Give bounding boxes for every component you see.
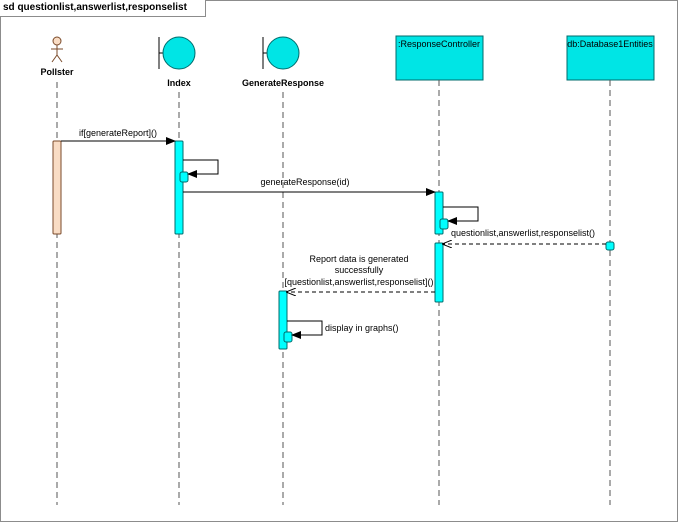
activation-response-controller-nested: [439, 218, 449, 230]
self-message-response-controller[interactable]: [443, 206, 479, 225]
lifeline-database-label: db:Database1Entities: [567, 39, 653, 49]
lifeline-response-controller-label: :ResponseController: [398, 39, 480, 49]
message-report-data[interactable]: Report data is generated successfully [q…: [284, 254, 435, 292]
lifeline-database-box: [566, 35, 655, 81]
lifeline-response-controller[interactable]: :ResponseController: [395, 35, 484, 505]
self-message-display-graphs[interactable]: display in graphs(): [287, 320, 399, 339]
boundary-icon: [158, 36, 196, 70]
message-generate-report[interactable]: if[generateReport](): [61, 128, 176, 145]
message-report-data-line3: [questionlist,answerlist,responselist](): [284, 277, 433, 287]
activation-generate-response-nested: [283, 331, 293, 343]
activation-database: [605, 241, 615, 251]
message-generate-response-label: generateResponse(id): [260, 177, 349, 187]
lifeline-pollster-label: Pollster: [40, 67, 74, 77]
activation-index: [174, 140, 184, 235]
lifeline-index[interactable]: Index: [158, 36, 196, 505]
frame-title: sd questionlist,answerlist,responselist: [0, 0, 206, 17]
activation-index-nested: [179, 171, 189, 183]
message-report-data-line2: successfully: [335, 265, 384, 275]
lifeline-index-label: Index: [167, 78, 191, 88]
message-generate-response[interactable]: generateResponse(id): [183, 177, 436, 196]
message-questionlist-return[interactable]: questionlist,answerlist,responselist(): [443, 228, 606, 244]
lifeline-database[interactable]: db:Database1Entities: [566, 35, 655, 505]
activation-pollster: [52, 140, 62, 235]
lifeline-response-controller-box: [395, 35, 484, 81]
boundary-icon: [262, 36, 300, 70]
actor-icon: [51, 36, 63, 63]
message-questionlist-return-label: questionlist,answerlist,responselist(): [451, 228, 595, 238]
lifeline-generate-response[interactable]: GenerateResponse: [242, 36, 324, 505]
lifeline-pollster[interactable]: Pollster: [40, 36, 74, 505]
message-report-data-line1: Report data is generated: [309, 254, 408, 264]
lifeline-generate-response-label: GenerateResponse: [242, 78, 324, 88]
activation-response-controller-2: [434, 242, 444, 303]
self-message-display-graphs-label: display in graphs(): [325, 323, 399, 333]
self-message-index[interactable]: [183, 159, 219, 178]
message-generate-report-label: if[generateReport](): [79, 128, 157, 138]
